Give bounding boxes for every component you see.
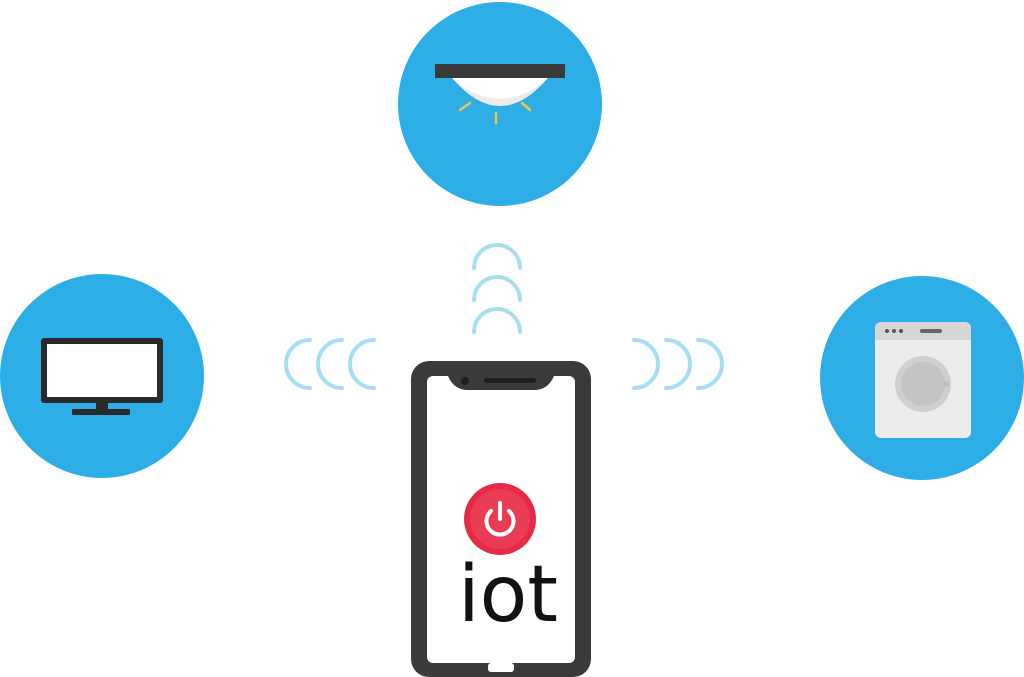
washing-machine-device — [820, 276, 1024, 480]
power-icon — [464, 483, 536, 555]
wifi-signal-left — [284, 338, 376, 390]
wifi-signal-top — [472, 243, 522, 334]
wifi-signal-right — [632, 338, 724, 390]
power-button[interactable] — [462, 481, 538, 557]
phone-label: iot — [458, 550, 558, 640]
ceiling-light-device — [398, 2, 602, 206]
ceiling-light-icon — [435, 64, 565, 125]
monitor-icon — [41, 338, 163, 415]
monitor-device — [0, 274, 204, 478]
washing-machine-icon — [875, 322, 971, 438]
